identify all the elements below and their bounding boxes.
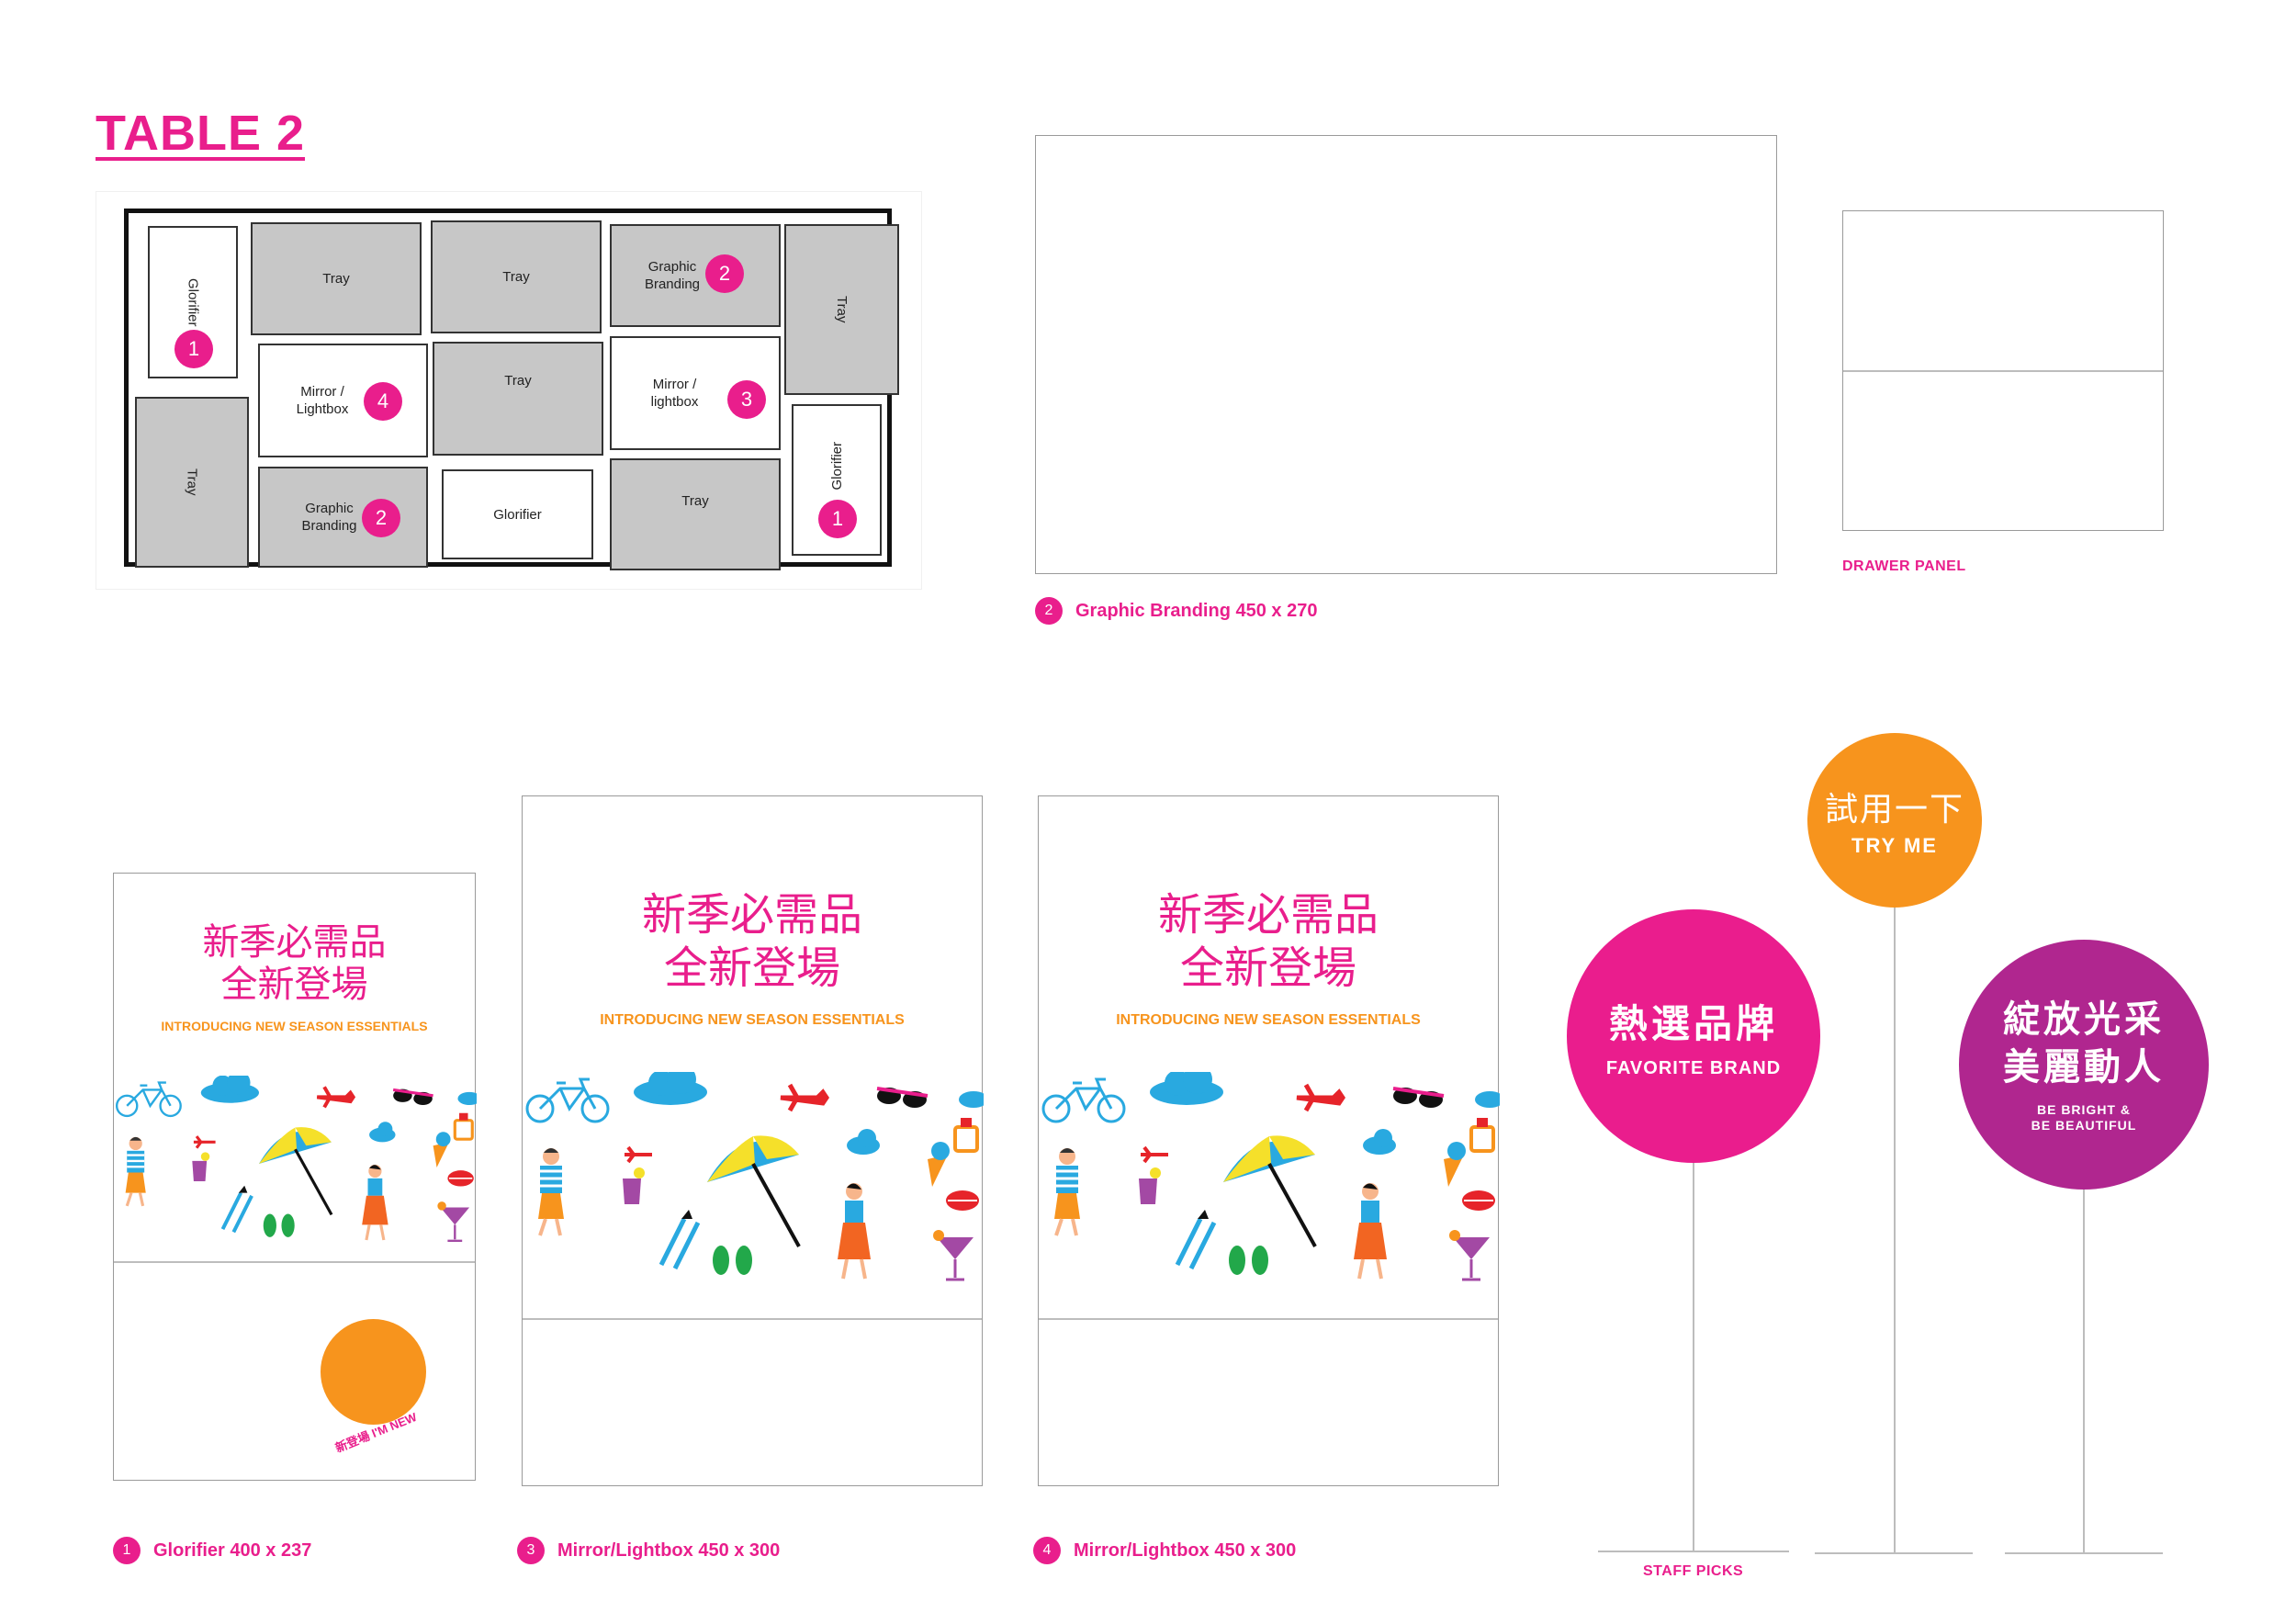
graphic-branding-panel[interactable]: [1035, 135, 1777, 574]
badge-3: 3: [727, 380, 766, 419]
badge-2: 2: [705, 254, 744, 293]
plan-tray[interactable]: Tray: [251, 222, 422, 335]
beach-illustration: [115, 1076, 477, 1243]
badge-1: 1: [818, 500, 857, 538]
table-floor-plan: Glorifier 1 Tray Tray Graphic Branding 2…: [124, 209, 899, 570]
badge-1: 1: [174, 330, 213, 368]
drawer-panel[interactable]: [1842, 210, 2164, 531]
plan-tray[interactable]: Tray: [610, 458, 781, 570]
plan-tray[interactable]: Tray: [433, 342, 603, 456]
beach-illustration: [1039, 1072, 1500, 1302]
mirror-lightbox-4-caption: 4 Mirror/Lightbox 450 x 300: [1033, 1537, 1296, 1564]
try-me-sign[interactable]: 試用一下 TRY ME: [1807, 733, 1982, 908]
favorite-brand-sign[interactable]: 熱選品牌 FAVORITE BRAND: [1567, 909, 1820, 1163]
floor-plan-frame: Glorifier 1 Tray Tray Graphic Branding 2…: [96, 191, 922, 590]
poster-headline: 新季必需品 全新登場: [1157, 889, 1379, 994]
badge-2: 2: [362, 499, 400, 537]
poster-subheadline: INTRODUCING NEW SEASON ESSENTIALS: [1116, 1012, 1421, 1028]
plan-graphic-branding[interactable]: Graphic Branding: [258, 467, 428, 568]
poster-headline: 新季必需品 全新登場: [641, 889, 862, 994]
new-sticker: [321, 1319, 426, 1425]
poster-subheadline: INTRODUCING NEW SEASON ESSENTIALS: [161, 1019, 428, 1033]
badge-4: 4: [364, 382, 402, 421]
staff-picks-label: STAFF PICKS: [1643, 1563, 1744, 1579]
poster-headline: 新季必需品 全新登場: [202, 921, 387, 1006]
plan-glorifier-bottom[interactable]: Glorifier: [442, 469, 593, 559]
page-title: TABLE 2: [96, 106, 306, 161]
mirror-lightbox-3-caption: 3 Mirror/Lightbox 450 x 300: [517, 1537, 780, 1564]
plan-tray-right[interactable]: Tray: [784, 224, 899, 395]
glorifier-poster[interactable]: 新季必需品 全新登場 INTRODUCING NEW SEASON ESSENT…: [113, 873, 477, 1481]
beach-illustration: [523, 1072, 984, 1302]
be-bright-sign[interactable]: 綻放光采 美麗動人 BE BRIGHT & BE BEAUTIFUL: [1959, 940, 2209, 1190]
graphic-branding-caption: 2 Graphic Branding 450 x 270: [1035, 597, 1317, 625]
mirror-lightbox-poster-4[interactable]: 新季必需品 全新登場 INTRODUCING NEW SEASON ESSENT…: [1038, 795, 1499, 1486]
mirror-lightbox-poster-3[interactable]: 新季必需品 全新登場 INTRODUCING NEW SEASON ESSENT…: [522, 795, 983, 1486]
poster-subheadline: INTRODUCING NEW SEASON ESSENTIALS: [600, 1012, 905, 1028]
plan-graphic-branding[interactable]: Graphic Branding: [610, 224, 781, 327]
plan-mirror-lightbox[interactable]: Mirror / Lightbox: [258, 344, 428, 457]
drawer-panel-caption: DRAWER PANEL: [1842, 558, 1966, 574]
plan-tray[interactable]: Tray: [431, 220, 602, 333]
glorifier-caption: 1 Glorifier 400 x 237: [113, 1537, 311, 1564]
plan-tray-left[interactable]: Tray: [135, 397, 249, 568]
